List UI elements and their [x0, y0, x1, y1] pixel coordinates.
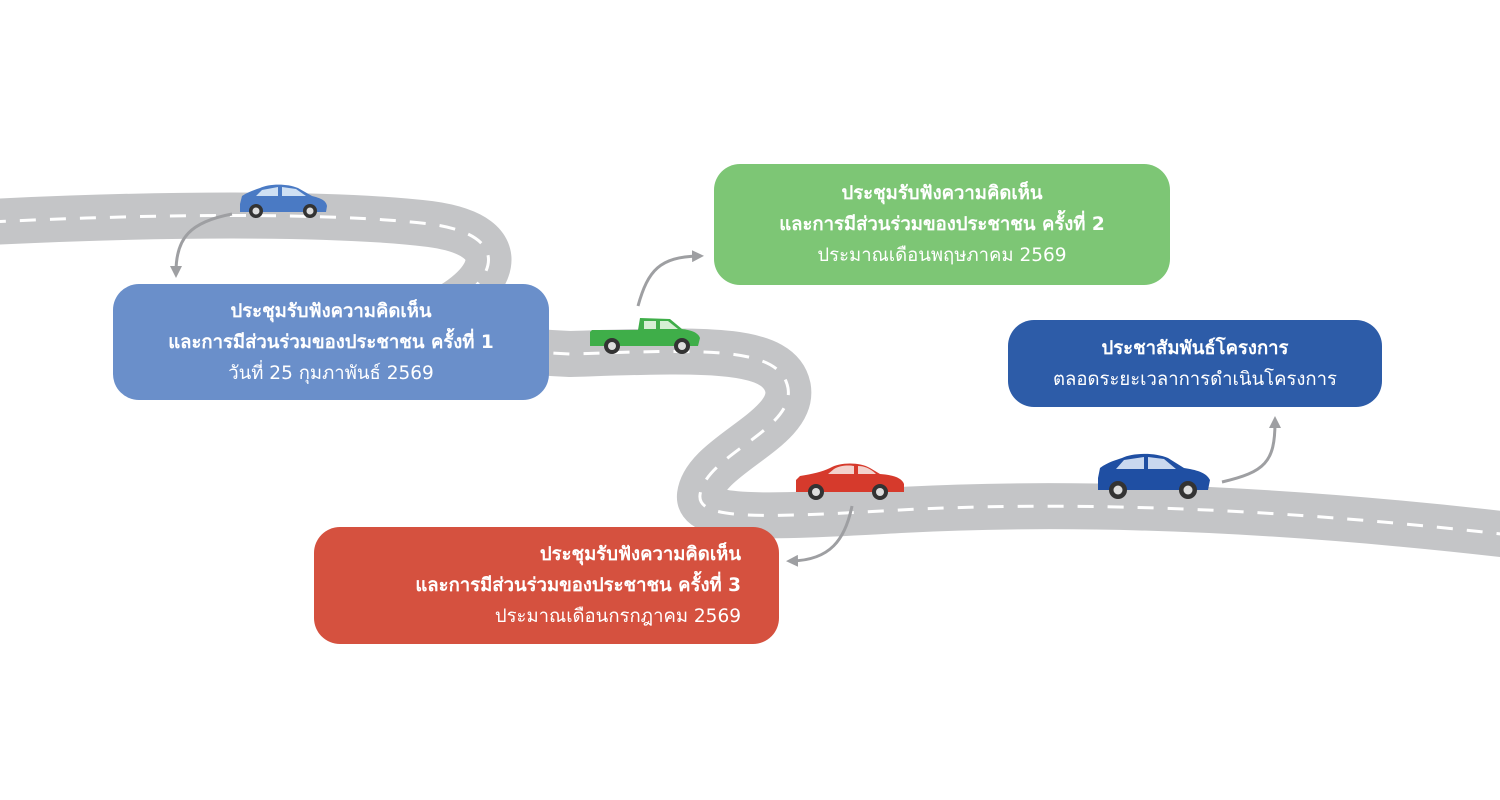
milestone-1-title-line2: และการมีส่วนร่วมของประชาชน ครั้งที่ 1	[168, 331, 494, 353]
milestone-2-title-line1: ประชุมรับฟังความคิดเห็น	[841, 183, 1043, 204]
road-center-line	[0, 214, 1500, 536]
sedan-car-icon	[796, 463, 904, 500]
hatchback-car-icon	[240, 184, 327, 218]
milestone-4-title: ประชาสัมพันธ์โครงการ	[1101, 337, 1289, 359]
milestone-3-date: ประมาณเดือนกรกฎาคม 2569	[494, 606, 741, 627]
pickup-truck-icon	[590, 318, 700, 354]
milestone-3-title-line2: และการมีส่วนร่วมของประชาชน ครั้งที่ 3	[415, 575, 741, 596]
milestone-3-box: ประชุมรับฟังความคิดเห็น และการมีส่วนร่วม…	[314, 527, 779, 644]
milestone-4-date: ตลอดระยะเวลาการดำเนินโครงการ	[1053, 368, 1337, 390]
milestone-2-date: ประมาณเดือนพฤษภาคม 2569	[817, 245, 1067, 266]
milestone-2-title-line2: และการมีส่วนร่วมของประชาชน ครั้งที่ 2	[779, 214, 1105, 235]
arrow-to-milestone-3	[786, 505, 854, 567]
hatchback-car-icon	[1098, 453, 1210, 499]
milestone-4-box: ประชาสัมพันธ์โครงการ ตลอดระยะเวลาการดำเน…	[1008, 320, 1382, 407]
milestone-1-box: ประชุมรับฟังความคิดเห็น และการมีส่วนร่วม…	[113, 284, 549, 400]
milestone-1-title-line1: ประชุมรับฟังความคิดเห็น	[230, 300, 432, 322]
milestone-2-box: ประชุมรับฟังความคิดเห็น และการมีส่วนร่วม…	[714, 164, 1170, 285]
arrow-to-milestone-1	[170, 212, 233, 278]
arrow-to-milestone-4	[1221, 416, 1281, 484]
milestone-3-title-line1: ประชุมรับฟังความคิดเห็น	[539, 544, 741, 565]
milestone-1-date: วันที่ 25 กุมภาพันธ์ 2569	[228, 362, 434, 384]
arrow-to-milestone-2	[636, 250, 704, 307]
